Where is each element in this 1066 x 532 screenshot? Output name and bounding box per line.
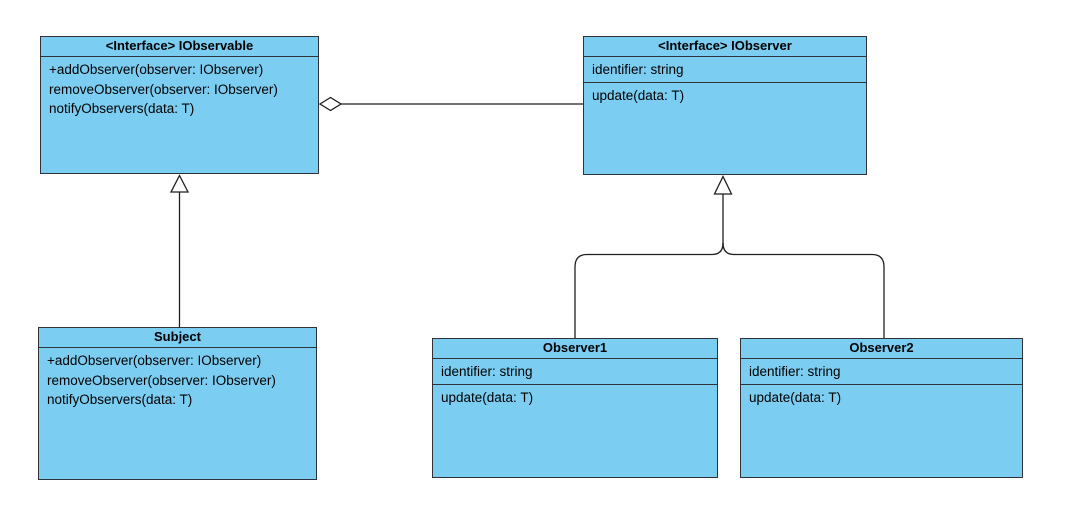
class-iobserver[interactable]: <Interface> IObserver identifier: string… — [583, 36, 867, 175]
class-title: Observer2 — [741, 339, 1022, 359]
realization-connector-observer2-iobserver[interactable] — [713, 175, 885, 339]
hollow-diamond-icon — [318, 96, 343, 112]
methods-compartment: update(data: T) — [584, 83, 866, 106]
attributes-compartment: identifier: string — [741, 359, 1022, 385]
class-title: Subject — [39, 328, 316, 348]
class-subject[interactable]: Subject +addObserver(observer: IObserver… — [38, 327, 317, 480]
method-line: +addObserver(observer: IObserver) — [47, 353, 262, 368]
class-observer2[interactable]: Observer2 identifier: string update(data… — [740, 338, 1023, 478]
class-iobservable[interactable]: <Interface> IObservable +addObserver(obs… — [40, 36, 319, 174]
attributes-compartment: identifier: string — [433, 359, 717, 385]
method-line: notifyObservers(data: T) — [47, 392, 193, 408]
methods-compartment: update(data: T) — [433, 385, 717, 408]
class-title: <Interface> IObserver — [584, 37, 866, 57]
method-line: removeObserver(observer: IObserver) — [49, 81, 278, 97]
class-title: Observer1 — [433, 339, 717, 359]
class-observer1[interactable]: Observer1 identifier: string update(data… — [432, 338, 718, 478]
method-line: notifyObservers(data: T) — [49, 101, 195, 117]
method-line: +addObserver(observer: IObserver) — [49, 62, 264, 77]
class-title: <Interface> IObservable — [41, 37, 318, 57]
methods-compartment: +addObserver(observer: IObserver) remove… — [39, 348, 316, 410]
aggregation-connector-iobservable-iobserver[interactable] — [318, 96, 583, 112]
attribute-line: identifier: string — [749, 364, 841, 379]
realization-connector-subject-iobservable[interactable] — [169, 174, 190, 328]
method-line: removeObserver(observer: IObserver) — [47, 372, 276, 388]
method-line: update(data: T) — [592, 88, 685, 103]
attributes-compartment: identifier: string — [584, 57, 866, 83]
methods-compartment: +addObserver(observer: IObserver) remove… — [41, 57, 318, 119]
method-line: update(data: T) — [441, 390, 534, 405]
methods-compartment: update(data: T) — [741, 385, 1022, 408]
method-line: update(data: T) — [749, 390, 842, 405]
attribute-line: identifier: string — [592, 62, 684, 77]
hollow-triangle-icon — [169, 174, 190, 193]
hollow-triangle-icon — [713, 175, 733, 195]
realization-connector-observer1-iobserver[interactable] — [574, 242, 724, 338]
attribute-line: identifier: string — [441, 364, 533, 379]
